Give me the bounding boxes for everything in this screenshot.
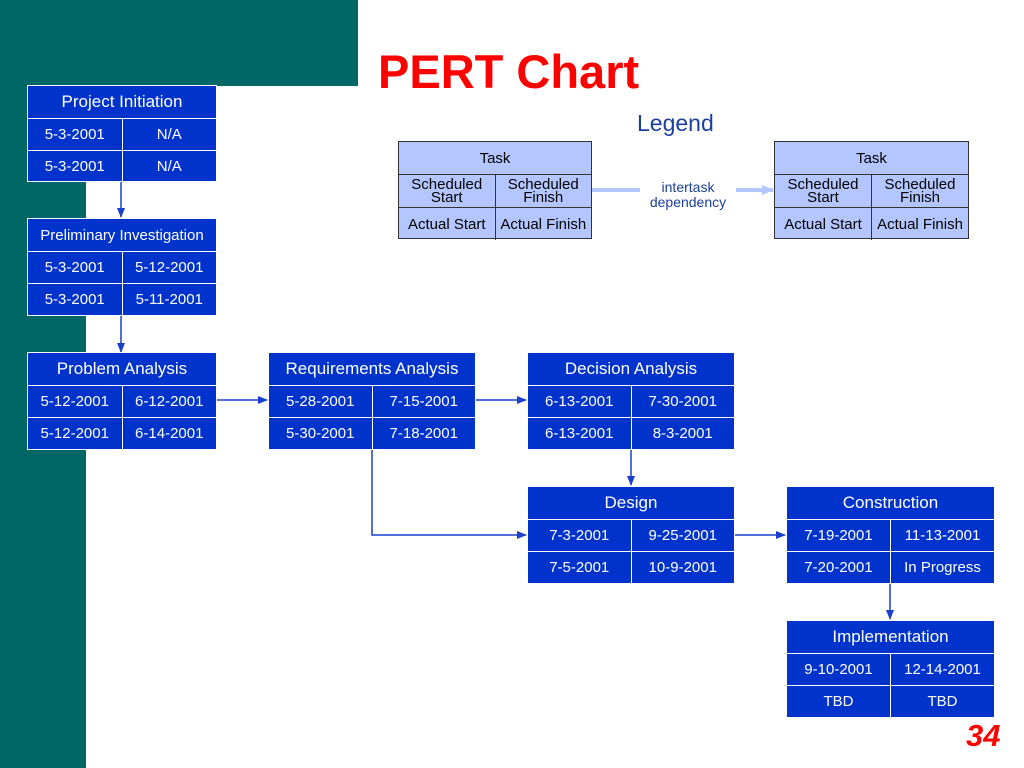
task-name: Design — [604, 493, 658, 512]
actual-start: 6-13-2001 — [545, 425, 614, 442]
scheduled-start: 5-3-2001 — [44, 259, 105, 276]
legend-actual-start: Actual Start — [407, 215, 486, 233]
actual-finish: 8-3-2001 — [630, 418, 735, 449]
task-name: Construction — [842, 493, 939, 512]
actual-finish: 7-18-2001 — [371, 418, 476, 449]
actual-start: 5-12-2001 — [40, 425, 109, 442]
actual-start: 5-3-2001 — [44, 291, 105, 308]
scheduled-start: 9-10-2001 — [804, 661, 873, 678]
legend-actual-finish: Actual Finish — [494, 208, 592, 240]
scheduled-finish: 5-12-2001 — [121, 252, 217, 283]
task-name: Requirements Analysis — [285, 359, 459, 378]
actual-finish: 6-14-2001 — [121, 418, 217, 449]
actual-finish: TBD — [890, 686, 994, 717]
task-implementation: Implementation 9-10-2001 12-14-2001 TBD … — [786, 620, 995, 718]
task-project-initiation: Project Initiation 5-3-2001 N/A 5-3-2001… — [27, 85, 217, 182]
arrow-requirements-to-design — [371, 449, 527, 539]
scheduled-finish: 6-12-2001 — [121, 386, 217, 417]
actual-start: 5-30-2001 — [286, 425, 355, 442]
sidebar-top-band — [0, 0, 358, 86]
legend-scheduled-finish: Scheduled Finish — [494, 175, 592, 207]
task-design: Design 7-3-2001 9-25-2001 7-5-2001 10-9-… — [527, 486, 735, 584]
scheduled-finish: 12-14-2001 — [890, 654, 994, 685]
task-name: Preliminary Investigation — [40, 226, 204, 244]
task-problem-analysis: Problem Analysis 5-12-2001 6-12-2001 5-1… — [27, 352, 217, 450]
actual-finish: In Progress — [890, 552, 994, 583]
dependency-label: intertask dependency — [640, 180, 736, 210]
legend-task-label: Task — [479, 149, 511, 167]
task-name: Problem Analysis — [56, 359, 188, 378]
task-decision-analysis: Decision Analysis 6-13-2001 7-30-2001 6-… — [527, 352, 735, 450]
legend-title: Legend — [637, 110, 714, 136]
actual-finish: 10-9-2001 — [630, 552, 735, 583]
legend-scheduled-start: Scheduled Start — [411, 176, 483, 206]
legend-task-label: Task — [856, 149, 887, 167]
scheduled-start: 6-13-2001 — [545, 393, 614, 410]
scheduled-start: 7-3-2001 — [549, 527, 610, 544]
legend-scheduled-start: Scheduled Start — [787, 176, 859, 206]
scheduled-finish: 7-30-2001 — [630, 386, 735, 417]
scheduled-start: 5-3-2001 — [44, 126, 105, 143]
page-number: 34 — [966, 718, 1001, 753]
actual-start: TBD — [823, 693, 854, 710]
actual-start: 5-3-2001 — [44, 158, 105, 175]
legend-box-right: Task Scheduled Start Scheduled Finish Ac… — [774, 141, 969, 240]
actual-start: 7-5-2001 — [549, 559, 610, 576]
legend-scheduled-finish: Scheduled Finish — [871, 175, 968, 207]
scheduled-finish: 9-25-2001 — [630, 520, 735, 551]
task-name: Decision Analysis — [564, 359, 698, 378]
actual-finish: N/A — [121, 151, 217, 182]
scheduled-finish: N/A — [121, 119, 217, 150]
scheduled-start: 7-19-2001 — [804, 527, 873, 544]
legend-actual-finish: Actual Finish — [871, 208, 968, 240]
task-requirements-analysis: Requirements Analysis 5-28-2001 7-15-200… — [268, 352, 476, 450]
task-name: Implementation — [832, 627, 949, 646]
scheduled-start: 5-28-2001 — [286, 393, 355, 410]
page-title: PERT Chart — [378, 45, 640, 98]
actual-start: 7-20-2001 — [804, 559, 873, 576]
scheduled-finish: 11-13-2001 — [890, 520, 994, 551]
scheduled-start: 5-12-2001 — [40, 393, 109, 410]
actual-finish: 5-11-2001 — [121, 284, 217, 315]
task-name: Project Initiation — [61, 92, 183, 111]
legend-actual-start: Actual Start — [784, 215, 862, 233]
task-construction: Construction 7-19-2001 11-13-2001 7-20-2… — [786, 486, 995, 584]
legend-box-left: Task Scheduled Start Scheduled Finish Ac… — [398, 141, 592, 240]
scheduled-finish: 7-15-2001 — [371, 386, 476, 417]
task-preliminary-investigation: Preliminary Investigation 5-3-2001 5-12-… — [27, 218, 217, 316]
